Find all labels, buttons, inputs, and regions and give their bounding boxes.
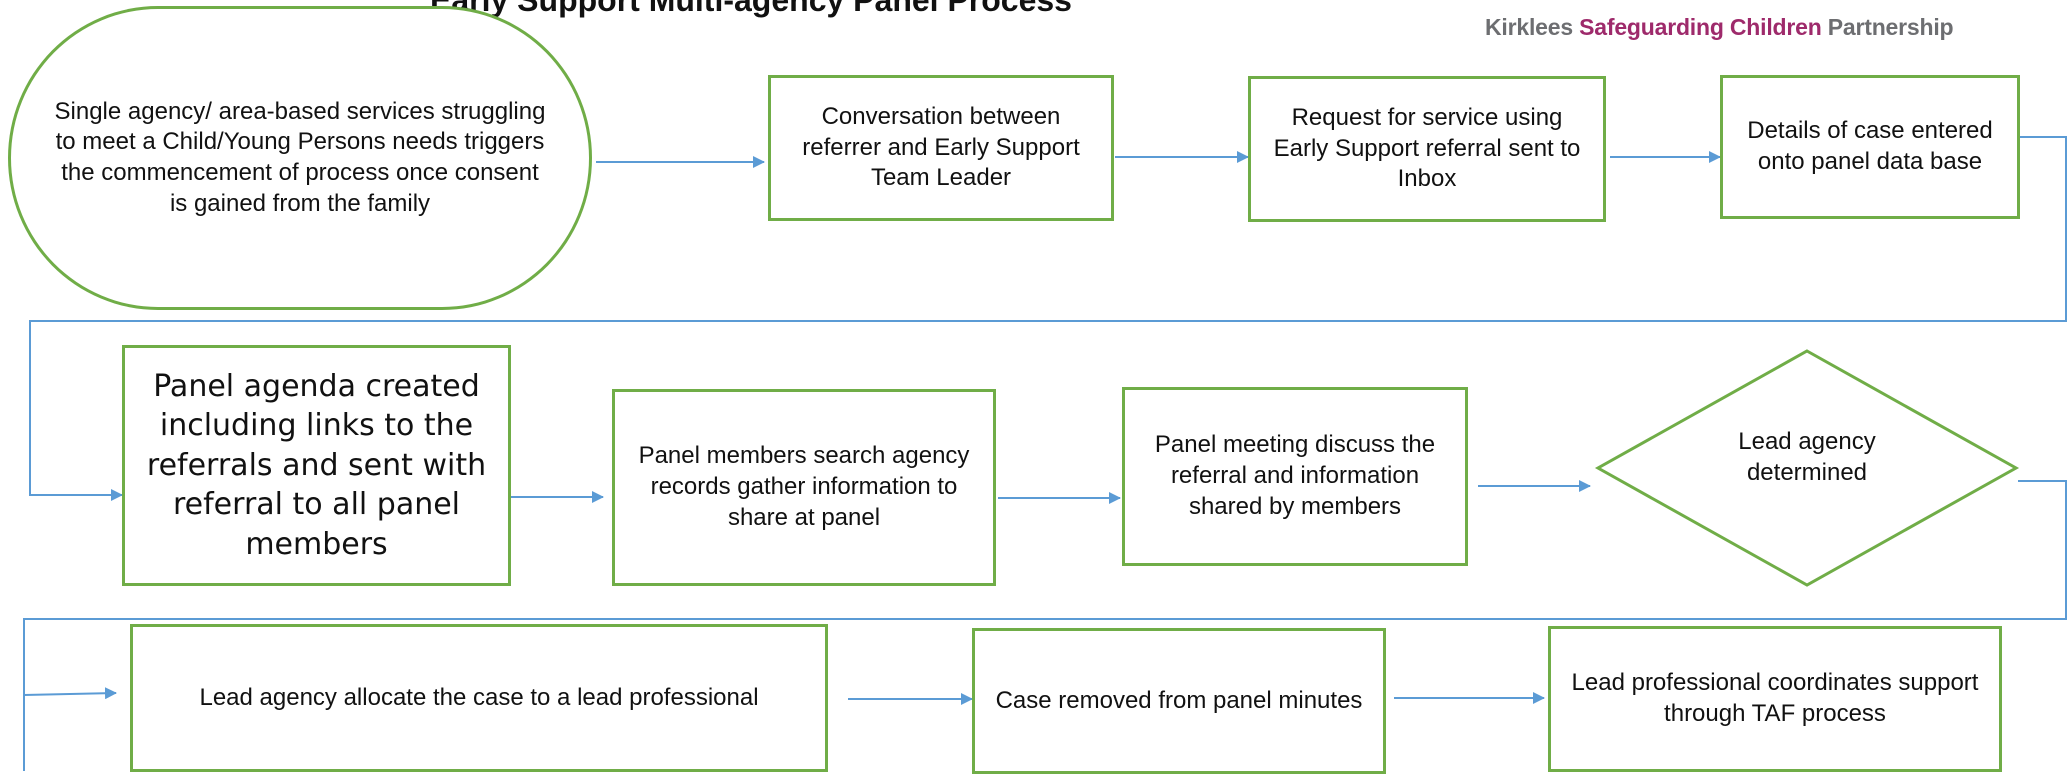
step-details-box: Details of case entered onto panel data … [1720,75,2020,219]
step-details-text: Details of case entered onto panel data … [1747,117,1993,175]
step-allocate-box: Lead agency allocate the case to a lead … [130,624,828,772]
step-search-text: Panel members search agency records gath… [638,442,970,531]
arrow-into-s9 [23,687,117,700]
step-lead-agency-label: Lead agency determined [1738,428,1876,486]
step-request-box: Request for service using Early Support … [1248,76,1606,222]
step-removed-box: Case removed from panel minutes [972,628,1386,774]
logo-text: Kirklees Safeguarding Children Partnersh… [1485,14,1954,41]
step-agenda-text: Panel agenda created including links to … [146,368,487,562]
step-meeting-box: Panel meeting discuss the referral and i… [1122,387,1468,566]
diamond-shape [1594,349,2020,587]
step-trigger-oval: Single agency/ area-based services strug… [8,6,592,310]
step-coordinates-text: Lead professional coordinates support th… [1571,669,1979,727]
logo-text-part3: Partnership [1827,14,1954,40]
arrow-s8-s9 [23,480,2067,771]
step-conversation-box: Conversation between referrer and Early … [768,75,1114,221]
page-title: Early Support Multi-agency Panel Process [430,0,1072,18]
step-meeting-text: Panel meeting discuss the referral and i… [1154,431,1436,520]
arrow-s4-s5 [29,136,2067,501]
step-allocate-text: Lead agency allocate the case to a lead … [199,683,759,711]
logo-text-part1: Kirklees [1485,14,1573,40]
step-lead-agency-text: Lead agency determined [1594,348,2020,588]
logo-text-part2: Safeguarding Children [1579,14,1822,40]
step-agenda-box: Panel agenda created including links to … [122,345,511,586]
step-removed-text: Case removed from panel minutes [995,686,1363,714]
step-lead-agency-diamond: Lead agency determined [1594,348,2020,588]
step-trigger-text: Single agency/ area-based services strug… [54,97,546,217]
step-coordinates-box: Lead professional coordinates support th… [1548,626,2002,772]
step-search-box: Panel members search agency records gath… [612,389,996,586]
step-request-text: Request for service using Early Support … [1273,103,1581,193]
step-conversation-text: Conversation between referrer and Early … [802,102,1080,192]
